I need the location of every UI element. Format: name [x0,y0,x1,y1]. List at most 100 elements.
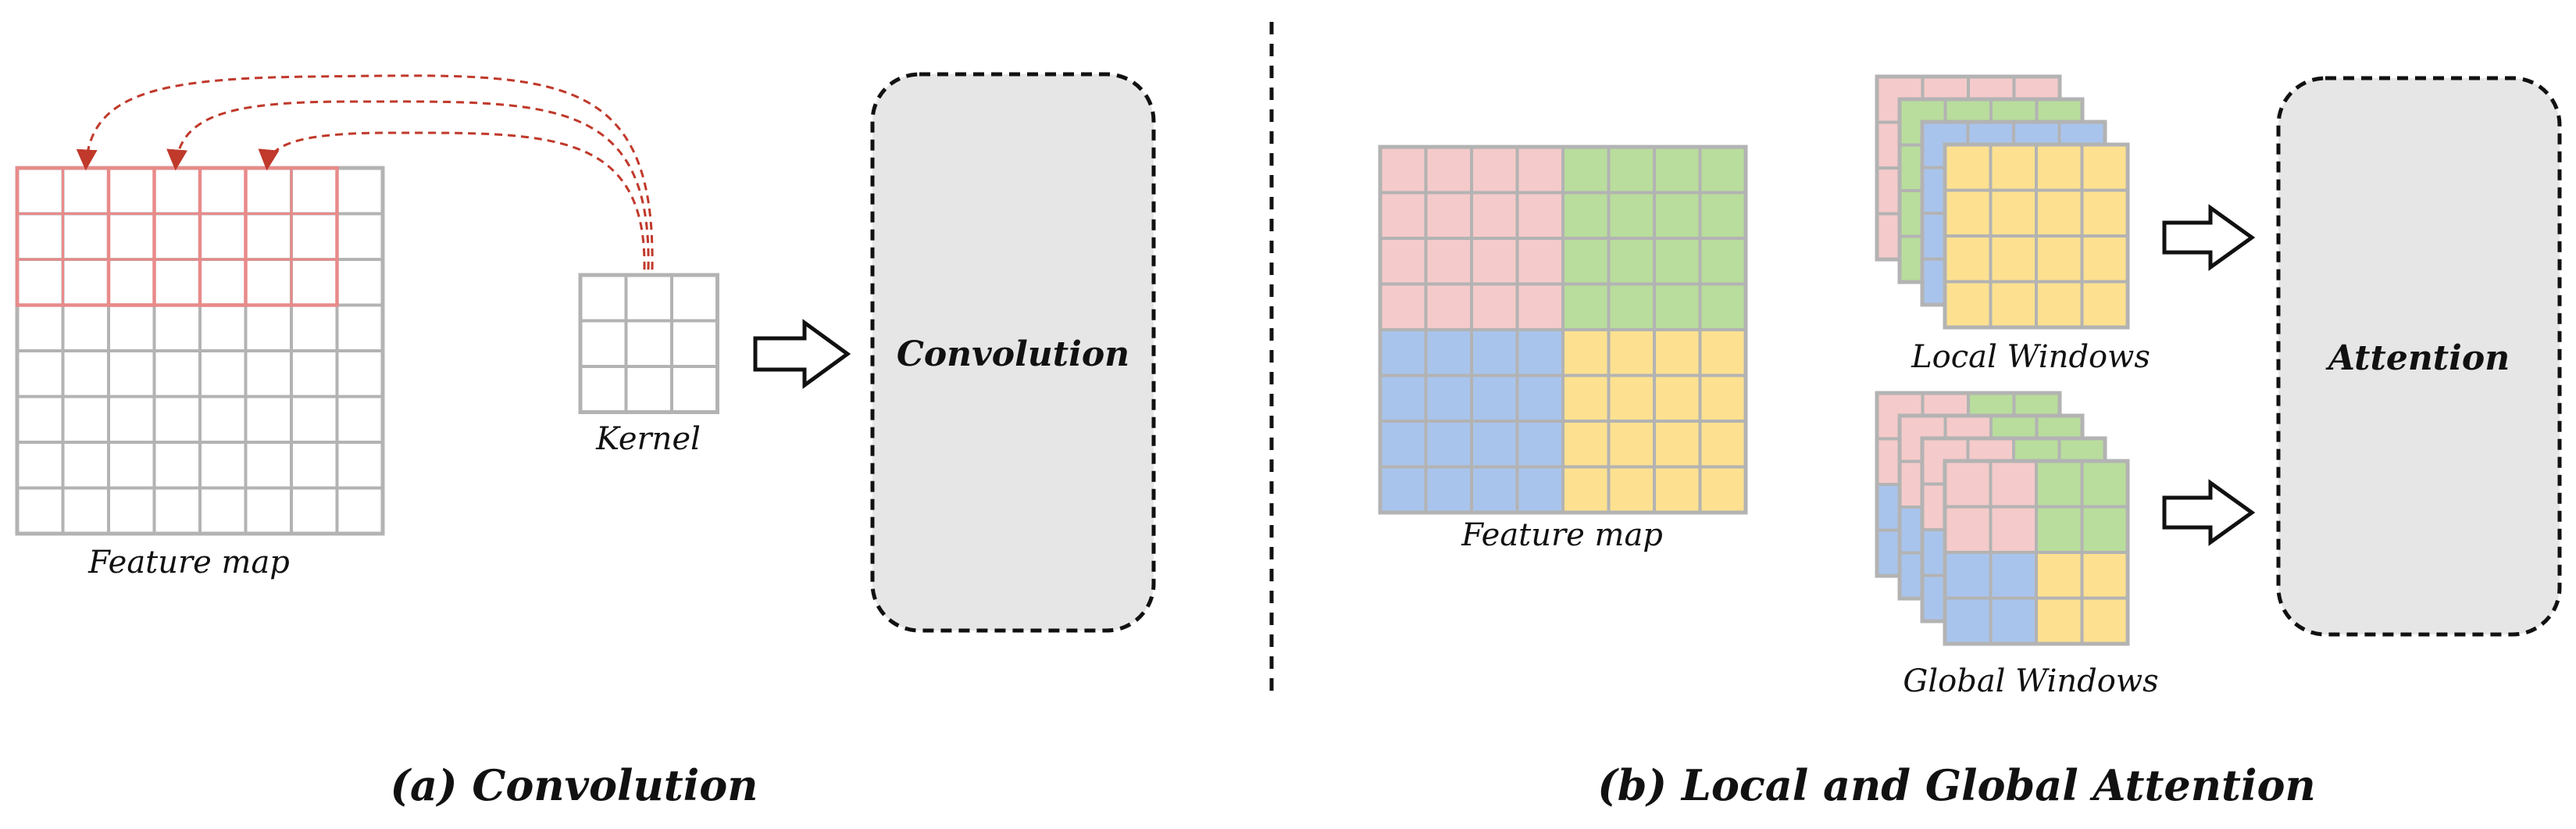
grid-cell [290,486,339,535]
grid-cell [152,349,202,398]
grid-cell [198,212,248,261]
grid-cell [1561,465,1611,514]
grid-border [1943,459,2130,646]
grid-cell [1653,282,1702,331]
grid-cell [1379,191,1428,240]
grid-cell [152,212,202,261]
grid-cell [2080,551,2129,600]
grid-cell [2080,596,2129,645]
grid-cell [290,166,339,216]
grid-cell [1379,282,1428,331]
grid-cell [1607,145,1656,195]
grid-cell [1698,282,1747,331]
grid-cell [16,212,65,261]
convolution-box [870,72,1156,633]
grid-cell [2035,596,2084,645]
global-windows-stack [1875,391,2130,646]
grid-cell [1561,420,1611,469]
grid-cell [1653,145,1702,195]
caption-a: (a) Convolution [390,760,758,810]
grid-cell [198,258,248,307]
grid-cell [244,395,293,444]
grid-cell [2080,234,2129,284]
grid-cell [1607,465,1656,514]
grid-cell [1515,465,1565,514]
grid-cell [1653,465,1702,514]
right-arrow-icon-global [2162,479,2256,546]
grid-cell [1470,145,1519,195]
grid-cell [290,441,339,490]
grid-cell [107,395,156,444]
grid-cell [1943,188,1993,238]
grid-cell [1561,373,1611,423]
grid-cell [1515,191,1565,240]
right-arrow-icon-a [753,319,851,389]
grid-cell [2035,234,2084,284]
grid-cell [1470,191,1519,240]
grid-cell [16,166,65,216]
kernel-grid [578,273,719,414]
grid-cell [335,441,384,490]
grid-cell [107,166,156,216]
grid-cell [335,486,384,535]
grid-cell [1943,459,1993,509]
grid-cell [1424,145,1473,195]
grid-cell [1515,145,1565,195]
grid-cell [2080,188,2129,238]
grid-cell [1698,145,1747,195]
grid-cell [2035,459,2084,509]
grid-cell [624,273,673,323]
grid-cell [198,395,248,444]
grid-cell [61,486,110,535]
grid-cell [1943,596,1993,645]
grid-cell [16,395,65,444]
grid-cell [61,349,110,398]
grid-cell [107,258,156,307]
grid-cell [1698,237,1747,286]
grid-cell [16,486,65,535]
grid-cell [1989,280,2038,329]
grid-cell [1653,420,1702,469]
grid-cell [16,303,65,352]
grid-cell [107,486,156,535]
grid-cell [1515,237,1565,286]
grid-cell [61,303,110,352]
grid-cell [61,212,110,261]
grid-cell [1470,282,1519,331]
grid-cell [1607,282,1656,331]
grid-cell [152,303,202,352]
global-window-4 [1943,459,2130,646]
grid-cell [2035,551,2084,600]
grid-cell [335,303,384,352]
grid-cell [1470,373,1519,423]
grid-cell [107,441,156,490]
grid-cell [1653,191,1702,240]
grid-cell [290,303,339,352]
grid-cell [1561,282,1611,331]
grid-cell [1470,237,1519,286]
global-windows-label: Global Windows [1903,663,2158,699]
grid-cell [107,349,156,398]
grid-cell [1989,505,2038,554]
grid-cell [1653,328,1702,377]
grid-cell [624,365,673,414]
grid-cell [2080,143,2129,192]
grid-cell [198,349,248,398]
grid-cell [1379,145,1428,195]
grid-cell [244,166,293,216]
grid-cell [1698,465,1747,514]
grid-cell [244,303,293,352]
right-arrow-icon-local [2162,204,2256,271]
grid-cell [1379,237,1428,286]
kernel-slide-arrows [76,74,654,270]
grid-cell [579,273,628,323]
grid-cell [2080,505,2129,554]
grid-cell [290,258,339,307]
grid-cell [624,319,673,368]
grid-cell [61,395,110,444]
grid-cell [1607,237,1656,286]
grid-cell [335,212,384,261]
kernel-label: Kernel [595,421,701,457]
grid-cell [1653,237,1702,286]
